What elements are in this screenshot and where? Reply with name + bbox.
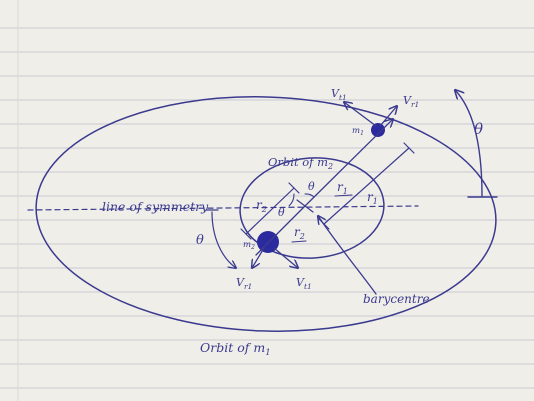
theta-arc-left bbox=[211, 211, 236, 268]
r2-vector-label: r2 bbox=[294, 225, 305, 241]
symmetry-line bbox=[27, 205, 419, 211]
barycentre-label: barycentre bbox=[363, 292, 430, 306]
orbit-m1-label: Orbit of m1 bbox=[200, 340, 271, 358]
r2-dimension-cap-bottom bbox=[240, 228, 252, 240]
vr2-label: Vr1 bbox=[236, 276, 252, 291]
theta-arc-inner bbox=[288, 193, 295, 207]
theta-label-left: θ bbox=[196, 233, 204, 248]
vr2-arrow bbox=[252, 247, 265, 268]
mass-m1 bbox=[371, 123, 385, 137]
vt1-arrow bbox=[344, 102, 377, 127]
theta-label-outer: θ bbox=[474, 120, 483, 138]
r1-dimension-cap-top bbox=[403, 142, 415, 154]
radial-line-lower bbox=[255, 205, 306, 256]
orbit-m2-label: Orbit of m2 bbox=[268, 155, 333, 171]
r2-dimension-cap-top bbox=[288, 182, 300, 194]
radial-line-upper bbox=[304, 119, 393, 207]
r1-dimension-label: r1 bbox=[367, 190, 378, 206]
theta-arc-outer bbox=[455, 90, 483, 197]
vr1-arrow bbox=[379, 106, 397, 127]
orbit-m2 bbox=[239, 157, 385, 259]
line-of-symmetry-label: line of symmetry bbox=[102, 199, 209, 214]
vt2-label: Vt1 bbox=[296, 276, 312, 291]
r2-dimension-line bbox=[245, 187, 295, 235]
r1-dimension-line bbox=[323, 147, 410, 225]
theta-arc-top bbox=[304, 193, 315, 198]
vt1-label: Vt1 bbox=[331, 87, 347, 102]
r1-vector-label: r1 bbox=[337, 180, 348, 196]
mass-m2 bbox=[257, 231, 279, 253]
r2-vector-underline bbox=[291, 240, 307, 243]
orbit-m1 bbox=[35, 96, 497, 332]
r1-vector-underline bbox=[334, 194, 353, 197]
ruled-lines bbox=[0, 27, 534, 389]
theta-label-inner: θ bbox=[278, 206, 285, 219]
barycentre-pointer bbox=[318, 216, 377, 295]
r2-dimension-label: r2 bbox=[256, 198, 267, 214]
vt2-arrow bbox=[273, 247, 298, 268]
m2-label: m2 bbox=[243, 240, 255, 251]
barycentre-tick bbox=[296, 199, 314, 213]
theta-label-top: θ bbox=[308, 180, 315, 193]
vr1-label: Vr1 bbox=[403, 94, 419, 109]
m1-label: m1 bbox=[352, 126, 364, 137]
